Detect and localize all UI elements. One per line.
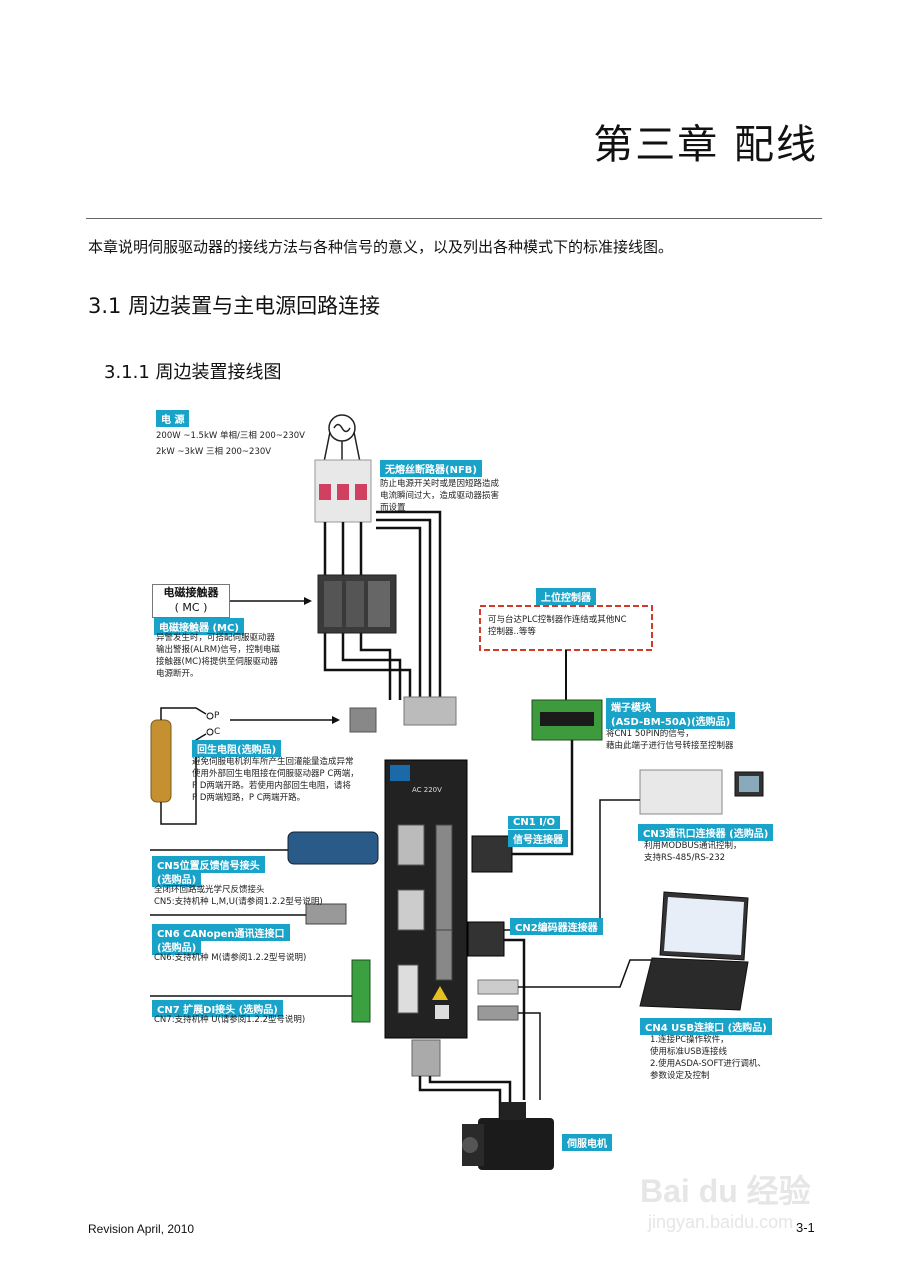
terminal-module-icon <box>531 699 603 741</box>
ac-source-icon <box>323 414 361 463</box>
cn7-connector-icon <box>150 959 371 1023</box>
mc-contactor-icon <box>317 574 397 634</box>
nfb-breaker-icon <box>314 459 372 523</box>
regen-p: P <box>214 711 220 721</box>
header-divider <box>86 218 822 219</box>
chapter-intro: 本章说明伺服驱动器的接线方法与各种信号的意义，以及列出各种模式下的标准接线图。 <box>88 238 674 256</box>
cn1-connector-icon <box>471 740 574 873</box>
power-spec-2: 2kW ~3kW 三相 200~230V <box>156 447 272 457</box>
host-title: 上位控制器 <box>536 588 596 605</box>
cn2-connector-icon <box>467 921 526 1100</box>
regen-c: C <box>214 727 221 737</box>
power-label: 电 源 <box>156 410 190 427</box>
motor-label: 伺服电机 <box>562 1134 612 1151</box>
cn5-title-1: CN5位置反馈信号接头 <box>152 856 265 873</box>
cn1-label-2: 信号连接器 <box>508 830 568 847</box>
cn1-label-1: CN1 I/O <box>508 816 561 829</box>
terminal-title: 端子模块 <box>606 698 656 715</box>
cn5-title-2: (选购品) <box>152 870 202 887</box>
page-number: 3-1 <box>796 1220 815 1235</box>
regen-desc: 避免伺服电机刹车所产生回灌能量造成异常使用外部回生电阻接在伺服驱动器P C两端，… <box>192 757 359 803</box>
section-title: 3.1 周边装置与主电源回路连接 <box>88 294 381 318</box>
usb-cable-icon <box>477 959 660 1100</box>
baidu-watermark-url: jingyan.baidu.com <box>648 1212 794 1232</box>
cn7-desc: CN7:支持机种 U(请参阅1.2.2型号说明) <box>154 1015 306 1025</box>
servo-motor-icon <box>462 1102 554 1170</box>
laptop-icon <box>639 891 749 1011</box>
terminal-subtitle: (ASD-BM-50A)(选购品) <box>606 712 736 729</box>
cn3-title: CN3通讯口连接器 (选购品) <box>638 824 774 841</box>
regen-title: 回生电阻(选购品) <box>192 740 282 757</box>
baidu-watermark: Bai du 经验 <box>640 1173 811 1209</box>
cn7-title: CN7 扩展DI接头 (选购品) <box>152 1000 283 1017</box>
mc-desc: 异警发生时，可搭配伺服驱动器输出警报(ALRM)信号，控制电磁接触器(MC)将提… <box>156 633 280 679</box>
power-wires <box>323 510 442 700</box>
mc-title: 电磁接触器 (MC) <box>154 618 244 635</box>
cn6-title-1: CN6 CANopen通讯连接口 <box>152 924 290 941</box>
cn2-title: CN2编码器连接器 <box>510 918 603 935</box>
regen-resistor-icon <box>150 707 214 825</box>
cn6-rj45-icon <box>150 903 347 925</box>
cn6-desc: CN6:支持机种 M(请参阅1.2.2型号说明) <box>154 953 307 963</box>
cn3-desc: 利用MODBUS通讯控制，支持RS-485/RS-232 <box>644 841 742 863</box>
cn4-title: CN4 USB连接口 (选购品) <box>640 1018 772 1035</box>
footer-revision: Revision April, 2010 <box>88 1222 195 1236</box>
subsection-title: 3.1.1 周边装置接线图 <box>104 362 282 383</box>
nfb-desc: 防止电源开关时或是因短路造成电流瞬间过大，造成驱动器损害而设置 <box>380 479 500 513</box>
mc-box: 电磁接触器( MC ) <box>152 584 230 618</box>
drive-power-terminal <box>403 696 457 726</box>
drive-model: AC 220V <box>412 786 442 794</box>
cn5-cable-icon <box>150 831 379 865</box>
cn6-title-2: (选购品) <box>152 938 202 955</box>
servo-drive-icon <box>384 759 468 1039</box>
chapter-title: 第三章 配线 <box>593 122 818 168</box>
terminal-desc: 将CN1 50PIN的信号，藉由此端子进行信号转接至控制器 <box>606 729 734 751</box>
power-spec-1: 200W ~1.5kW 单相/三相 200~230V <box>156 431 305 441</box>
nfb-title: 无熔丝断路器(NFB) <box>380 460 482 477</box>
regen-terminal <box>349 707 377 733</box>
